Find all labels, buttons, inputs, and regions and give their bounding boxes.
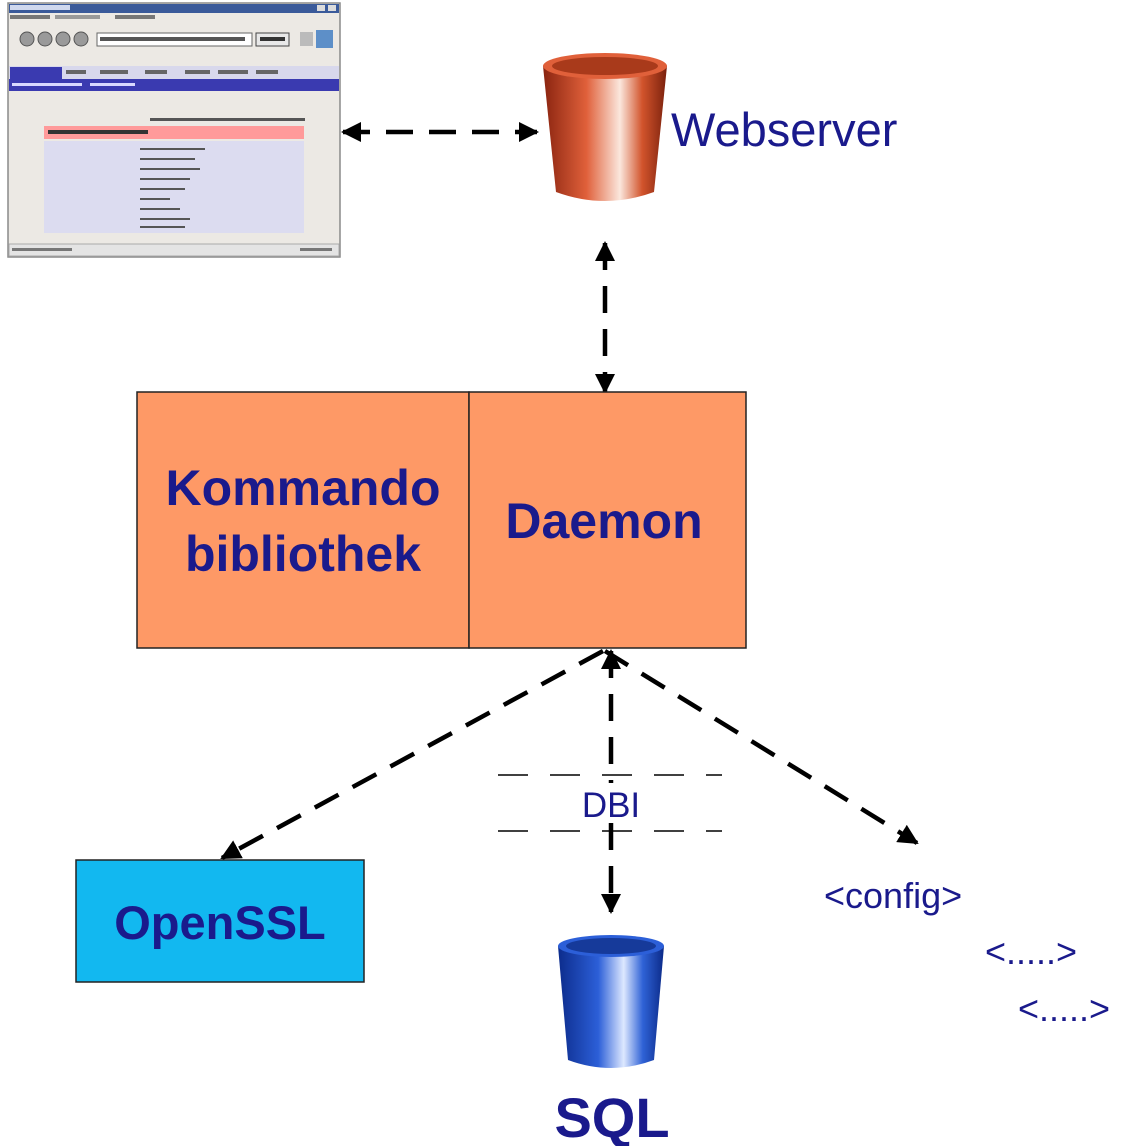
browser-window-thumbnail: [7, 2, 341, 258]
arrow-daemon-config: [603, 649, 919, 845]
bibliothek-label: bibliothek: [185, 526, 421, 582]
config-snippet: <config> <.....> <.....>: [824, 875, 1110, 1029]
webserver-cylinder-icon: [543, 53, 667, 201]
dbi-label: DBI: [582, 786, 640, 825]
openssl-box: OpenSSL: [75, 859, 365, 983]
dbi-band: DBI: [498, 774, 722, 832]
config-line-2: <.....>: [985, 931, 1077, 972]
arrow-daemon-openssl: [220, 649, 605, 860]
daemon-box: [468, 391, 747, 649]
openssl-label: OpenSSL: [114, 896, 326, 949]
kommando-label: Kommando: [166, 460, 441, 516]
config-line-1: <config>: [824, 875, 962, 916]
kommandobibliothek-box: [136, 391, 470, 649]
config-line-3: <.....>: [1018, 988, 1110, 1029]
daemon-label: Daemon: [505, 493, 702, 549]
sql-cylinder-icon: [558, 935, 664, 1068]
webserver-label: Webserver: [671, 103, 897, 156]
sql-label: SQL: [554, 1086, 669, 1146]
core-box: Kommando bibliothek Daemon: [136, 391, 747, 649]
